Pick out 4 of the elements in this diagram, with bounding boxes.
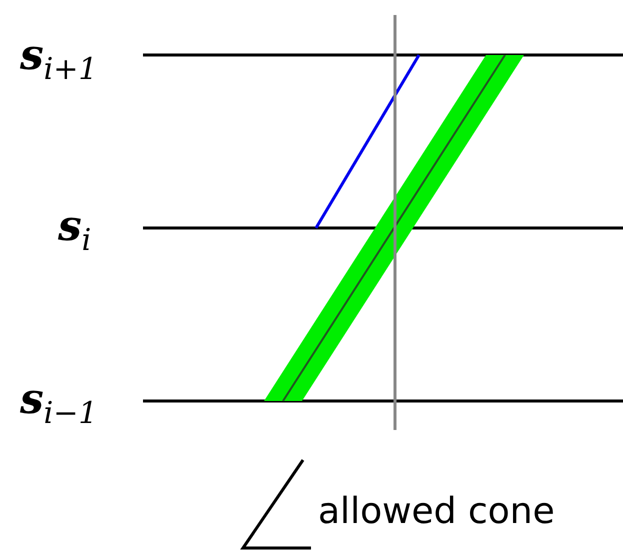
axis-label: s$_{i−1}$ (20, 378, 98, 429)
axis-label: s$_{i+1}$ (20, 34, 98, 85)
legend-text: allowed cone (318, 494, 555, 530)
axis-label: s$_{i}$ (58, 205, 92, 256)
